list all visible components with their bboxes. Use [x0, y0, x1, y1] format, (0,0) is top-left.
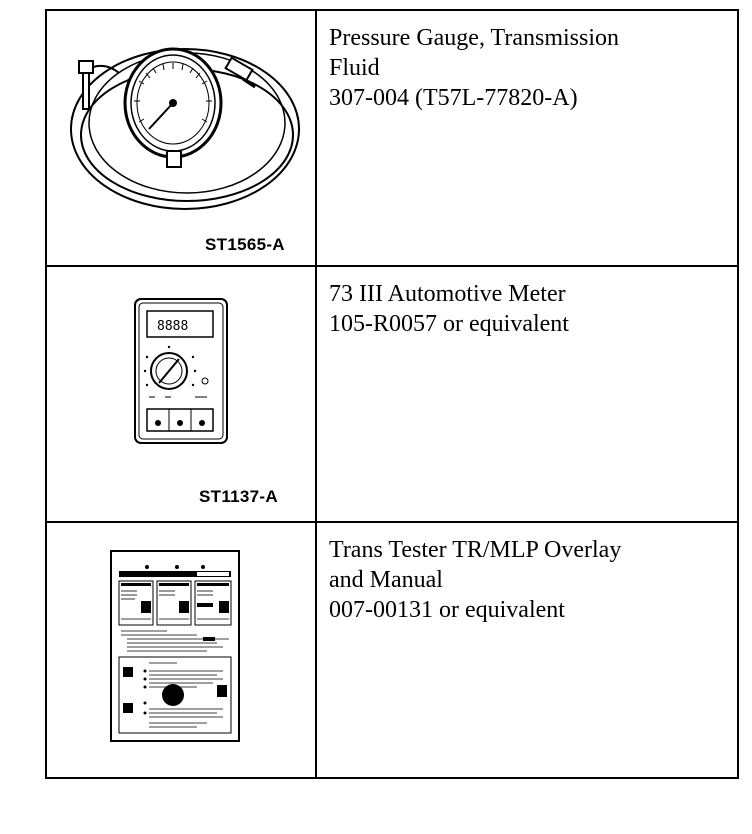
- pressure-gauge-illustration: [70, 47, 300, 210]
- tool-description-cell: 73 III Automotive Meter 105-R0057 or equ…: [315, 265, 739, 523]
- overlay-manual-illustration: [110, 550, 240, 742]
- special-tools-table: ST1565-A Pressure Gauge, Transmission Fl…: [45, 9, 739, 779]
- automotive-meter-illustration: 8888: [134, 298, 228, 444]
- table-row: ST1565-A Pressure Gauge, Transmission Fl…: [45, 9, 739, 267]
- tool-number-line: 105-R0057 or equivalent: [329, 311, 569, 337]
- image-code-label: ST1565-A: [205, 235, 285, 254]
- tool-number-line: 307-004 (T57L-77820-A): [329, 85, 578, 111]
- image-code-label: ST1137-A: [199, 487, 278, 506]
- tool-description-cell: Pressure Gauge, Transmission Fluid 307-0…: [315, 9, 739, 267]
- tool-name-line: Fluid: [329, 55, 380, 81]
- tool-number-line: 007-00131 or equivalent: [329, 597, 565, 623]
- tool-name-line: Trans Tester TR/MLP Overlay: [329, 537, 622, 563]
- tool-image-cell: ST1565-A: [45, 9, 317, 267]
- tool-image-cell: [45, 521, 317, 779]
- tool-name-line: 73 III Automotive Meter: [329, 281, 566, 307]
- svg-text:8888: 8888: [157, 319, 188, 334]
- tool-description-cell: Trans Tester TR/MLP Overlay and Manual 0…: [315, 521, 739, 779]
- table-row: 8888: [45, 265, 739, 523]
- tool-image-cell: 8888: [45, 265, 317, 523]
- tool-name-line: Pressure Gauge, Transmission: [329, 25, 620, 51]
- table-row: Trans Tester TR/MLP Overlay and Manual 0…: [45, 521, 739, 779]
- tool-name-line: and Manual: [329, 567, 443, 593]
